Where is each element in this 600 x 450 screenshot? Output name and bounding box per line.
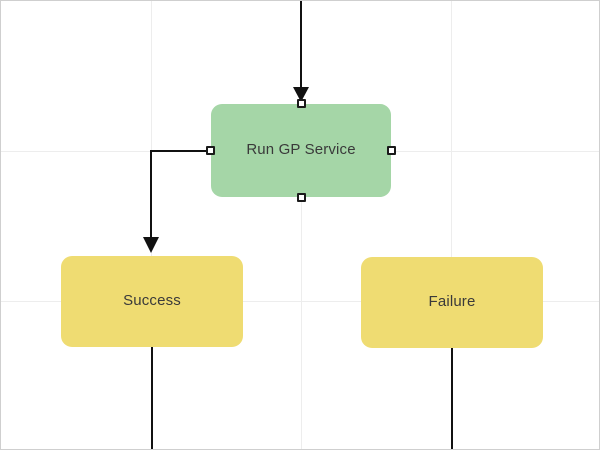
node-success[interactable]: Success <box>61 256 243 347</box>
node-label: Success <box>123 292 181 310</box>
edge-gp-to-success-path <box>150 150 211 244</box>
handle-left[interactable] <box>206 146 215 155</box>
node-label: Failure <box>428 293 476 311</box>
edge-incoming-top[interactable] <box>293 1 309 102</box>
edge-gp-to-success[interactable] <box>143 150 211 253</box>
handle-right[interactable] <box>387 146 396 155</box>
grid-line-vertical <box>451 1 452 449</box>
node-run-gp-service[interactable]: Run GP Service <box>206 99 396 202</box>
node-failure[interactable]: Failure <box>361 257 543 348</box>
edge-gp-to-success-arrowhead <box>143 237 159 253</box>
handle-bottom[interactable] <box>296 193 306 202</box>
grid-line-vertical <box>301 1 302 449</box>
grid-line-vertical <box>151 1 152 449</box>
node-label: Run GP Service <box>246 141 356 159</box>
handle-top[interactable] <box>296 99 306 108</box>
